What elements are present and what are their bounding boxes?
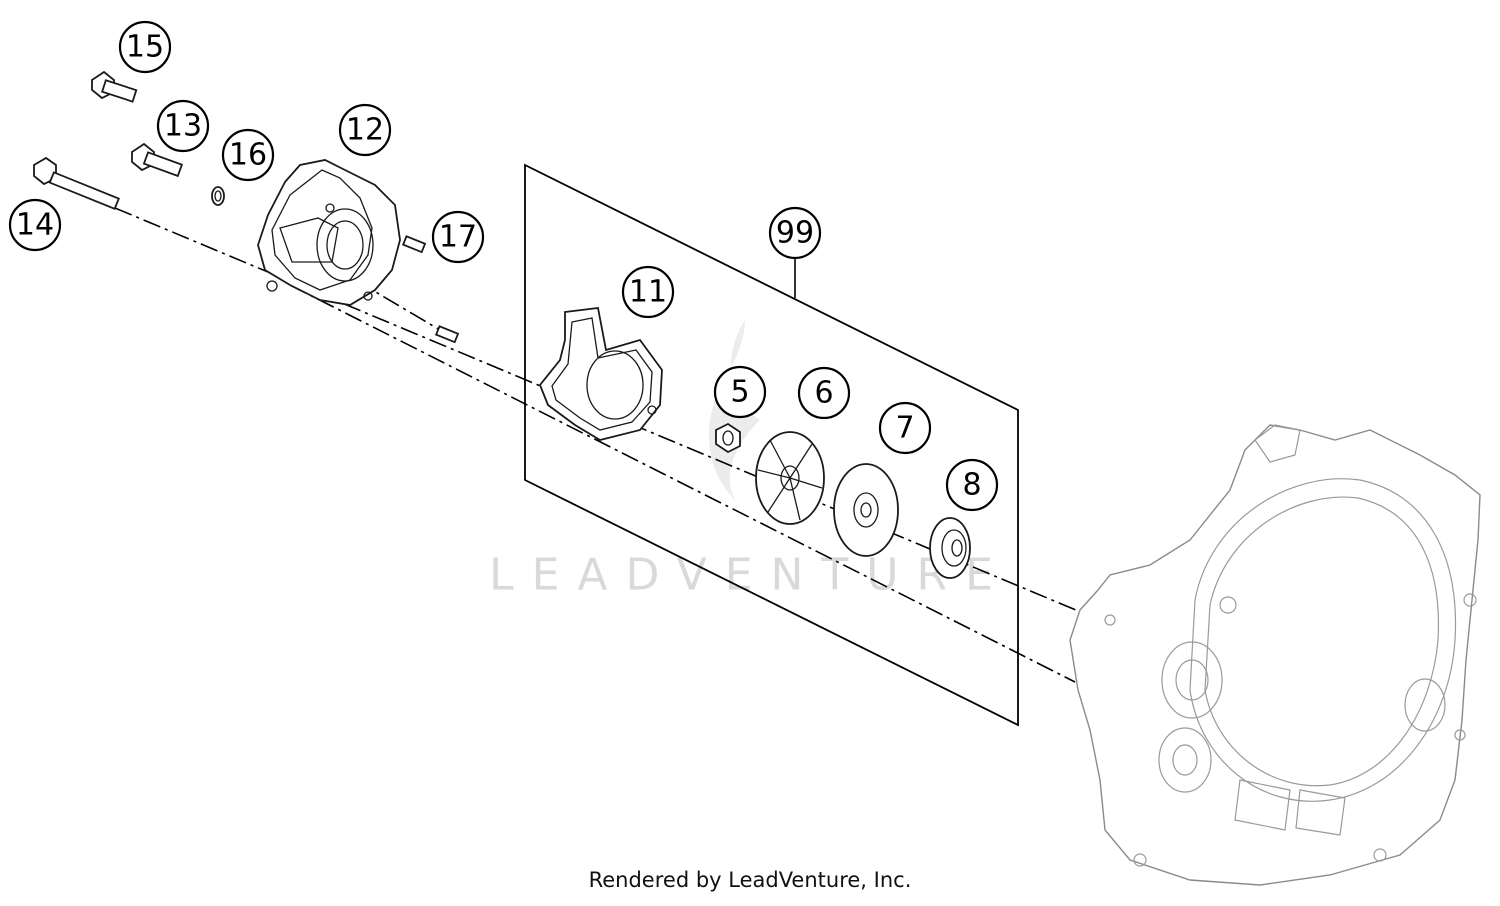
callout-8-label: 8 — [962, 468, 981, 503]
footer-credit: Rendered by LeadVenture, Inc. — [588, 868, 912, 892]
nut-5 — [715, 422, 741, 454]
centerline-pin — [329, 264, 441, 331]
callout-15: 15 — [118, 20, 172, 74]
kit-frame — [524, 163, 1019, 727]
callout-99-label: 99 — [776, 216, 814, 251]
callout-17: 17 — [431, 210, 485, 264]
callout-11-label: 11 — [629, 275, 667, 310]
callout-11: 11 — [621, 265, 675, 319]
bolt-13 — [131, 142, 184, 178]
callout-13-label: 13 — [164, 109, 202, 144]
watermark-text: LEADVENTURE — [489, 550, 1011, 601]
engine-cover-housing — [1069, 424, 1481, 886]
impeller-6 — [755, 431, 825, 525]
centerline-lower — [289, 284, 1076, 683]
callout-6: 6 — [797, 366, 851, 420]
shaft-seal-8 — [929, 517, 971, 579]
callout-5-label: 5 — [730, 375, 749, 410]
bolt-15 — [91, 70, 138, 103]
callout-15-label: 15 — [126, 30, 164, 65]
washer-16 — [211, 186, 225, 206]
callout-13: 13 — [156, 99, 210, 153]
callout-7-label: 7 — [895, 411, 914, 446]
callout-8: 8 — [945, 458, 999, 512]
callout-17-label: 17 — [439, 220, 477, 255]
callout-12-label: 12 — [346, 113, 384, 148]
callout-14-label: 14 — [16, 208, 54, 243]
callout-12: 12 — [338, 103, 392, 157]
callout-5: 5 — [713, 365, 767, 419]
callout-14: 14 — [8, 198, 62, 252]
callout-6-label: 6 — [814, 376, 833, 411]
gasket-11 — [538, 307, 663, 441]
pump-cover-12 — [257, 159, 401, 306]
bolt-14 — [33, 156, 120, 210]
dowel-pins-17 — [401, 235, 460, 344]
seal-disc-7 — [833, 463, 899, 557]
callout-99: 99 — [768, 206, 822, 260]
callout-16: 16 — [221, 128, 275, 182]
callout-7: 7 — [878, 401, 932, 455]
assembly-centerlines — [114, 207, 1096, 683]
callout-16-label: 16 — [229, 138, 267, 173]
